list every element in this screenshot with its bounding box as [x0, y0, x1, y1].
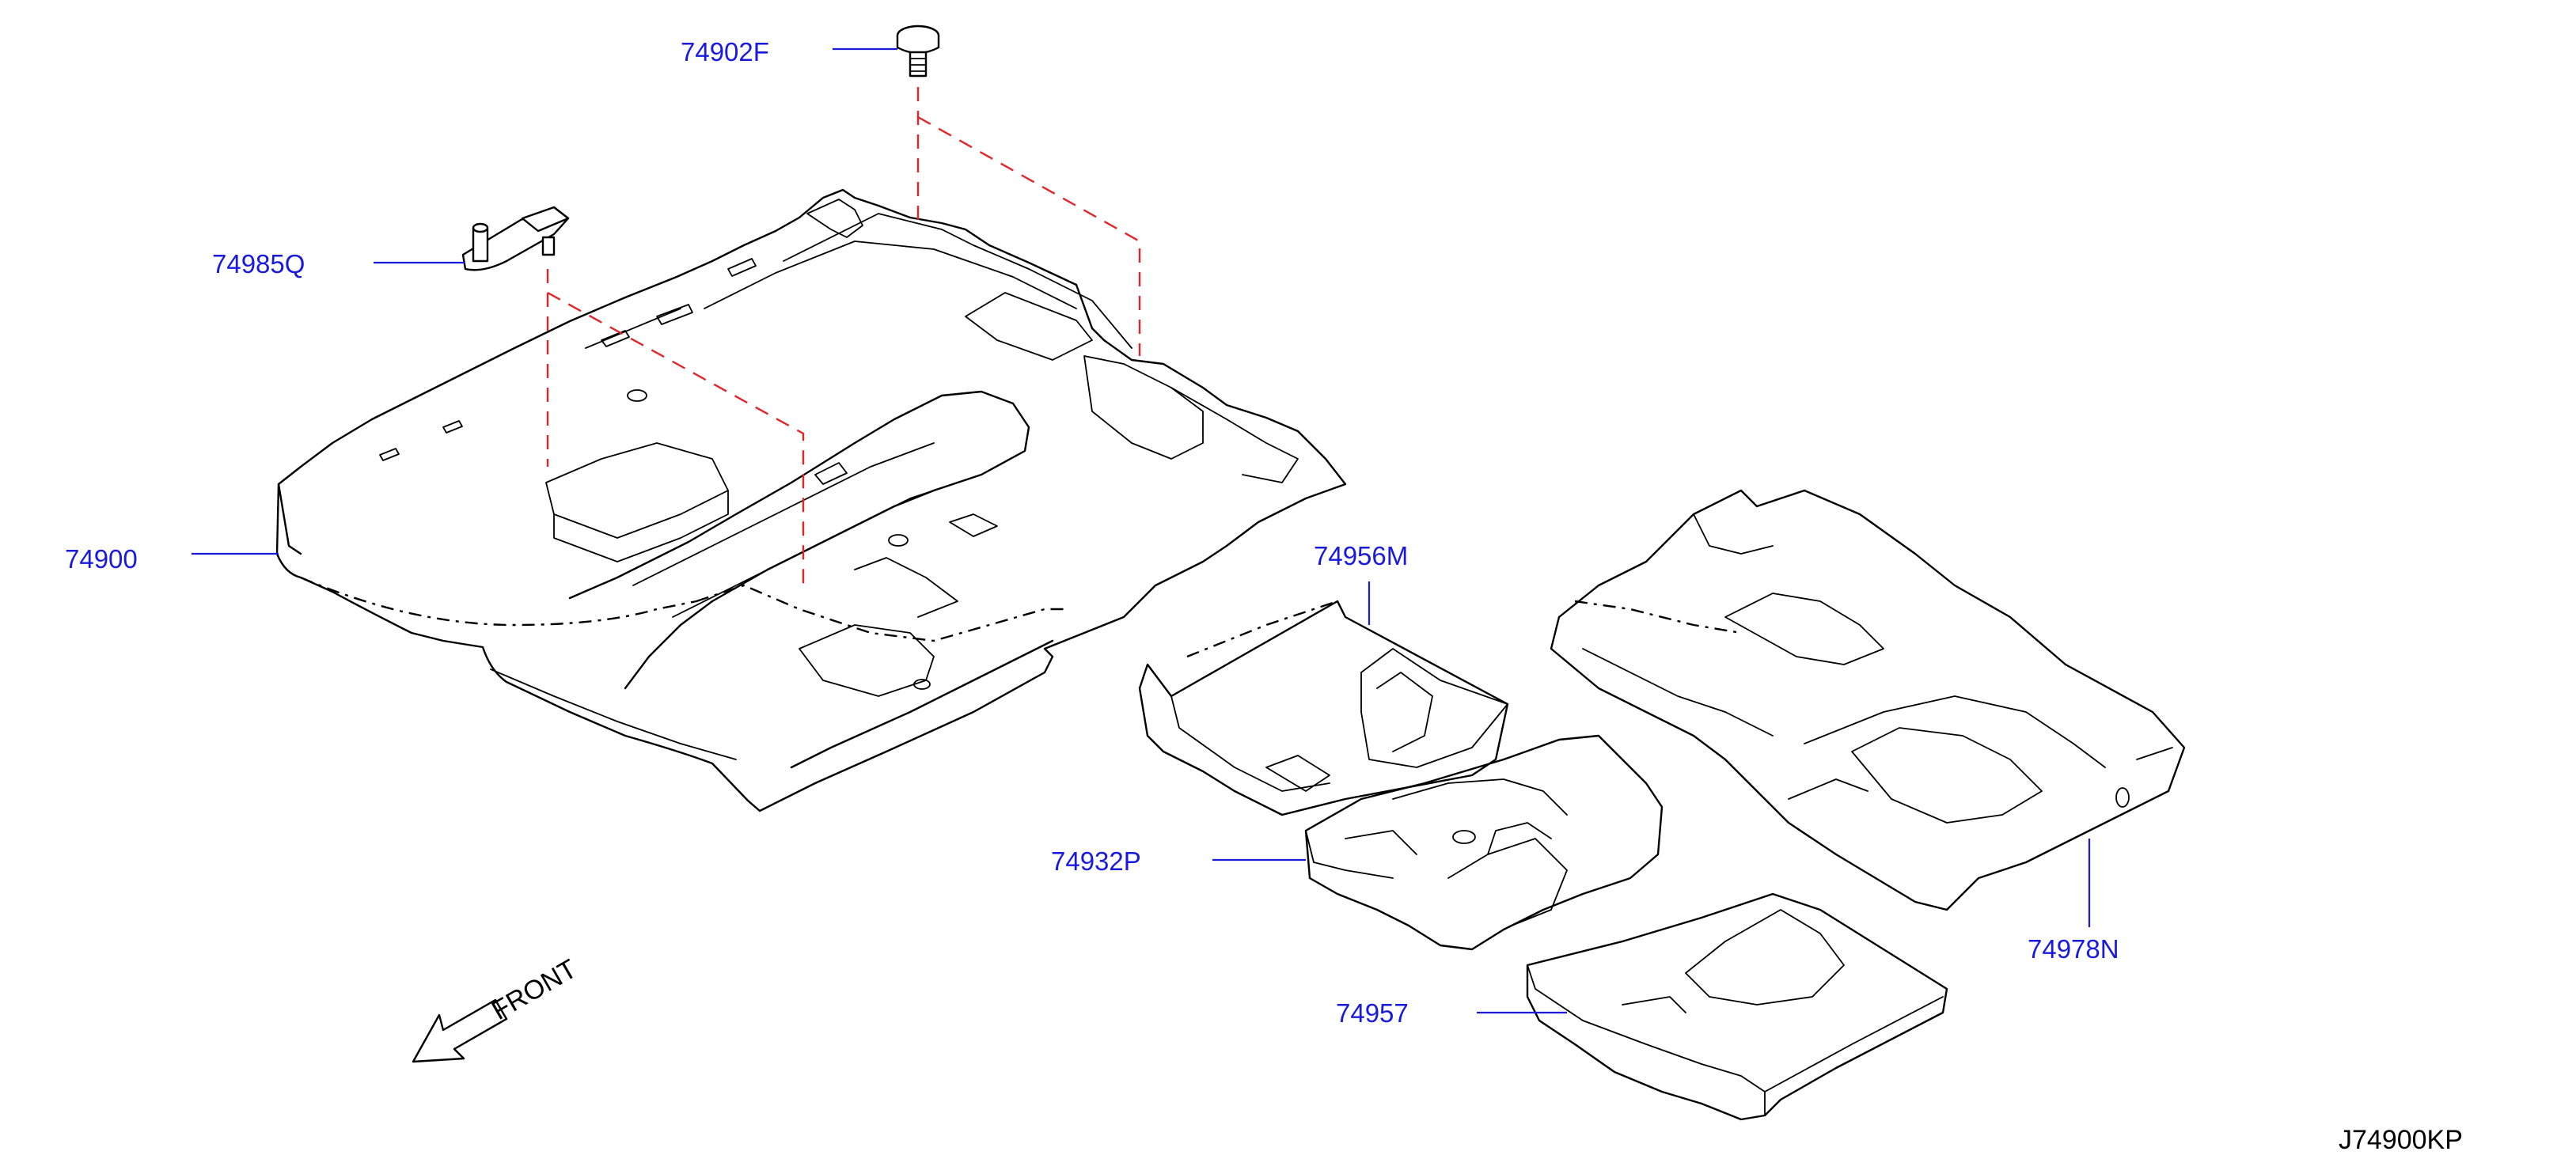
part-label-74957[interactable]: 74957: [1336, 998, 1409, 1028]
part-label-74985q[interactable]: 74985Q: [212, 249, 305, 278]
diagram-code: J74900KP: [2339, 1125, 2463, 1155]
hook-74985q-drawing[interactable]: [461, 206, 570, 271]
mat-74956m-drawing[interactable]: [1138, 600, 1509, 816]
mounting-guide-lines: [546, 87, 1141, 585]
part-label-74978n[interactable]: 74978N: [2028, 934, 2119, 964]
mat-74957-drawing[interactable]: [1526, 892, 1948, 1121]
front-direction-indicator: FRONT: [412, 953, 582, 1063]
mat-74978n-drawing[interactable]: [1550, 489, 2186, 911]
part-labels: 74902F 74985Q 74900 74956M 74932P 74957 …: [65, 37, 2119, 1028]
leader-lines: [192, 47, 2091, 1014]
part-label-74902f[interactable]: 74902F: [681, 37, 769, 66]
clip-74902f-drawing[interactable]: [896, 25, 940, 78]
front-label: FRONT: [487, 953, 582, 1025]
part-label-74900[interactable]: 74900: [65, 544, 138, 574]
mat-74932p-drawing[interactable]: [1304, 734, 1664, 951]
part-label-74956m[interactable]: 74956M: [1314, 541, 1408, 570]
floor-carpet-74900-drawing[interactable]: [275, 188, 1347, 812]
part-label-74932p[interactable]: 74932P: [1051, 846, 1141, 876]
